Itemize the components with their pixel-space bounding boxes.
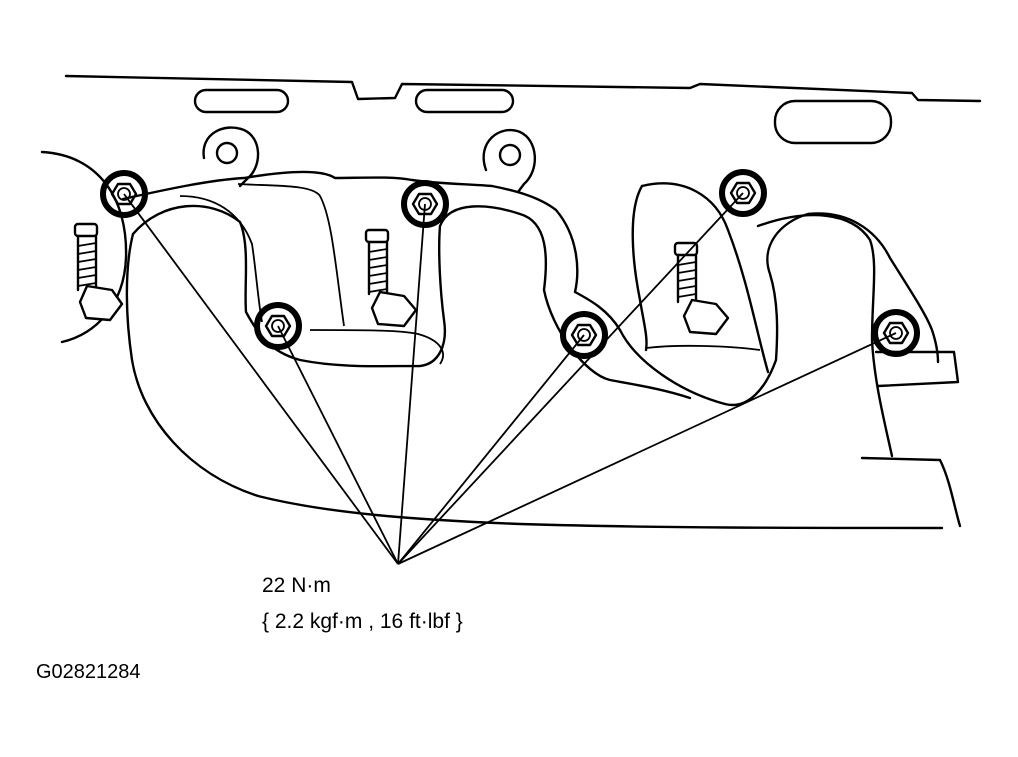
flange-nut-2 — [254, 302, 302, 350]
manifold-flange — [121, 170, 940, 407]
torque-alternate-units-label: { 2.2 kgf·m , 16 ft·lbf } — [262, 610, 463, 633]
cylinder-head-outline — [64, 74, 982, 103]
exhaust-port-left — [40, 150, 128, 344]
torque-leader-lines — [123, 192, 897, 565]
manifold-collector — [640, 182, 770, 374]
flange-inner-line — [237, 183, 345, 327]
head-slot-1 — [193, 88, 290, 114]
flange-inner-line — [179, 195, 263, 323]
manifold-lug-center — [482, 128, 537, 194]
manifold-lug-left — [202, 126, 260, 188]
manifold-collector — [631, 184, 648, 352]
manifold-runner — [125, 232, 944, 530]
runner-inner-line — [309, 329, 444, 365]
flange-nut-3 — [401, 180, 449, 228]
head-slot-3 — [773, 99, 893, 145]
flange-nut-1 — [100, 170, 148, 218]
collector-base — [860, 456, 962, 528]
flange-nut-5 — [719, 169, 767, 217]
stud-center — [364, 228, 418, 328]
figure-id-label: G02821284 — [36, 661, 141, 683]
manifold-runner — [131, 204, 692, 400]
manifold-collector — [756, 213, 894, 458]
stud-right — [673, 241, 730, 336]
head-slot-2 — [414, 88, 515, 114]
stud-left — [73, 222, 124, 322]
torque-value-label: 22 N·m — [262, 574, 331, 597]
collector-lower — [645, 344, 761, 351]
flange-nut-6 — [872, 309, 920, 357]
collector-outlet — [874, 350, 960, 388]
flange-nut-4 — [560, 311, 608, 359]
